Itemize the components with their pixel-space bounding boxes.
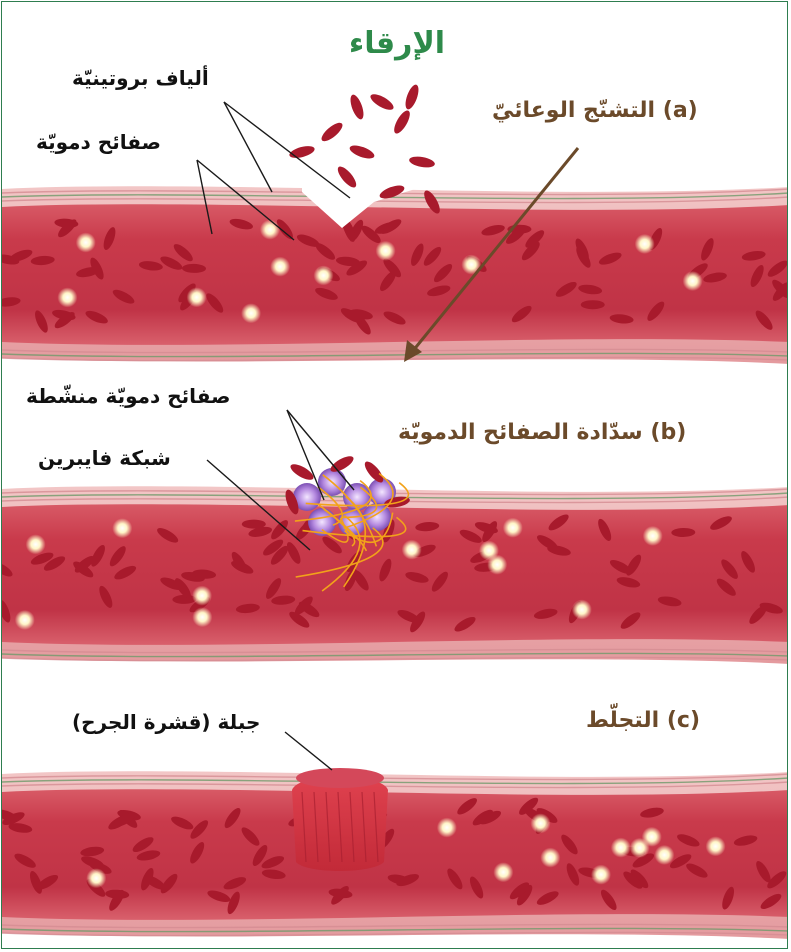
escaping-red-cell — [348, 143, 376, 161]
platelet — [635, 234, 655, 254]
red-blood-cell — [581, 300, 605, 309]
label-fibrin-net: شبكة فايبرين — [38, 446, 171, 470]
platelet — [112, 518, 132, 538]
platelet — [643, 526, 663, 546]
leader-scab — [285, 732, 332, 770]
stage-a-name: التشنّج الوعائيّ — [492, 98, 655, 123]
platelet — [192, 607, 212, 627]
platelet — [57, 287, 77, 307]
platelet — [540, 848, 560, 868]
red-blood-cell — [242, 520, 266, 529]
platelet — [187, 287, 207, 307]
scab-top — [296, 768, 384, 788]
platelet — [530, 813, 550, 833]
platelet — [493, 862, 513, 882]
platelet — [241, 303, 261, 323]
platelet — [76, 232, 96, 252]
stage-a: (a) التشنّج الوعائيّ — [492, 98, 698, 123]
label-activated-platelets: صفائح دمويّة منشّطة — [26, 384, 230, 408]
escaping-red-cell — [408, 155, 435, 169]
platelet — [15, 610, 35, 630]
platelet — [314, 265, 334, 285]
stage-b-letter: (b) — [650, 420, 686, 445]
platelet — [654, 845, 674, 865]
blood-clot — [292, 768, 388, 871]
platelet — [86, 868, 106, 888]
platelet — [192, 586, 212, 606]
escaping-red-cell — [368, 91, 396, 113]
platelet — [611, 838, 631, 858]
blood-vessel-a — [2, 186, 788, 364]
trapped-red-cell — [288, 461, 316, 483]
leader-protein-fibers-2 — [224, 102, 350, 198]
escaping-red-cell — [288, 144, 316, 160]
platelet — [572, 600, 592, 620]
escaping-red-cell — [403, 83, 421, 111]
escaping-red-cell — [391, 108, 413, 136]
platelet — [26, 534, 46, 554]
blood-vessel-b — [2, 486, 788, 664]
platelet — [402, 540, 422, 560]
platelet — [683, 271, 703, 291]
platelet — [437, 818, 457, 838]
leader-protein-fibers-1 — [224, 102, 272, 192]
platelet — [503, 518, 523, 538]
stage-c-name: التجلّط — [586, 708, 659, 733]
platelet — [591, 865, 611, 885]
stage-a-letter: (a) — [663, 98, 698, 123]
platelet — [706, 836, 726, 856]
escaping-red-cell — [319, 120, 345, 144]
platelet — [270, 257, 290, 277]
label-platelets: صفائح دمويّة — [36, 130, 161, 154]
platelet — [376, 241, 396, 261]
blood-vessel-c — [2, 771, 788, 939]
stage-c: (c) التجلّط — [586, 708, 700, 733]
stage-b: (b) سدّادة الصفائح الدمويّة — [398, 420, 686, 445]
label-scab: جبلة (قشرة الجرح) — [72, 710, 260, 734]
platelet — [260, 220, 280, 240]
platelet — [630, 838, 650, 858]
diagram-title: الإرقاء — [332, 26, 462, 61]
stage-b-name: سدّادة الصفائح الدمويّة — [398, 420, 643, 445]
label-protein-fibers: ألياف بروتينيّة — [72, 66, 209, 90]
escaping-red-cell — [348, 93, 366, 121]
platelet — [487, 555, 507, 575]
stage-c-letter: (c) — [667, 708, 700, 733]
